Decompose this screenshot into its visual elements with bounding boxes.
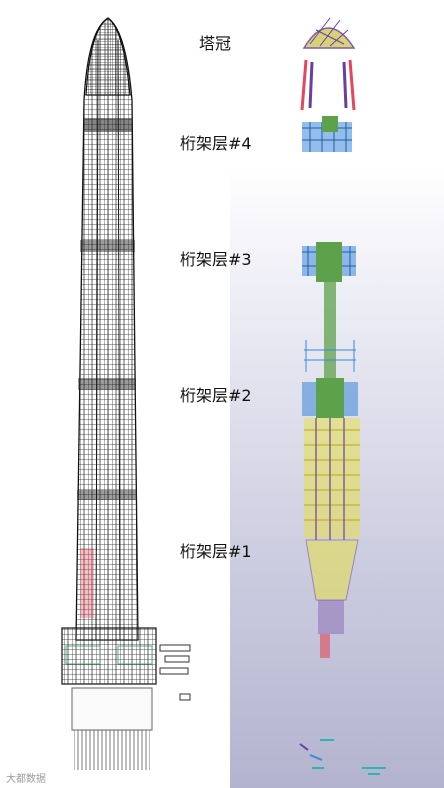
tower-truss-band-1	[77, 490, 137, 500]
foundation-mat	[71, 687, 153, 731]
label-truss-layer-2: 桁架层#2	[180, 386, 252, 405]
foundation-piles	[74, 730, 150, 770]
crown-legs	[300, 59, 356, 111]
label-truss-layer-4: 桁架层#4	[180, 134, 252, 153]
core-mast	[324, 282, 336, 382]
tower-shaft	[75, 17, 139, 641]
tower-truss-band-3	[80, 240, 135, 252]
truss1-taper	[305, 539, 359, 601]
tower-truss-band-2	[78, 378, 136, 390]
watermark: 大都数据	[6, 774, 46, 785]
podium-side-fragments	[159, 644, 191, 701]
truss3-core	[316, 242, 342, 282]
truss2-core	[316, 378, 344, 418]
label-crown: 塔冠	[199, 34, 232, 53]
label-truss-layer-3: 桁架层#3	[180, 250, 252, 269]
lower-body-members	[304, 418, 360, 538]
base-fragments	[299, 739, 386, 775]
tower-truss-band-4	[84, 118, 132, 132]
podium-frame	[61, 627, 157, 685]
component-exploded-model	[299, 17, 386, 775]
tower-red-members	[80, 548, 94, 618]
label-truss-layer-1: 桁架层#1	[180, 542, 252, 561]
